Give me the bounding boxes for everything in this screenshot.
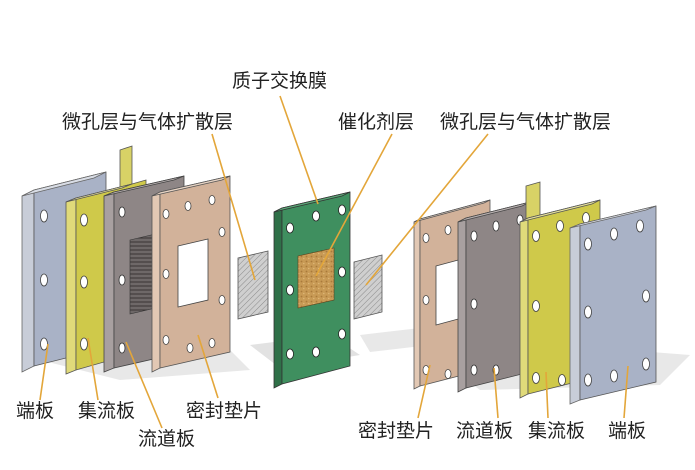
- label-proton-exchange-membrane: 质子交换膜: [232, 70, 328, 92]
- label-flow-plate-left: 流道板: [138, 428, 196, 450]
- label-gasket-right: 密封垫片: [358, 420, 435, 442]
- leader-lines: [39, 95, 629, 429]
- proton-exchange-membrane: [273, 191, 351, 389]
- end-plate-right: [569, 205, 657, 405]
- gas-diffusion-layer-left: [237, 250, 269, 320]
- gasket-left: [151, 175, 231, 373]
- label-gdl-left: 微孔层与气体扩散层: [62, 111, 234, 133]
- label-end-plate-left: 端板: [16, 400, 55, 422]
- label-end-plate-right: 端板: [608, 420, 647, 442]
- label-gasket-left: 密封垫片: [186, 400, 263, 422]
- label-catalyst-layer: 催化剂层: [338, 111, 415, 133]
- label-gdl-right: 微孔层与气体扩散层: [440, 111, 612, 133]
- gas-diffusion-layer-right: [353, 254, 383, 320]
- label-collector-right: 集流板: [528, 420, 586, 442]
- label-flow-plate-right: 流道板: [456, 420, 514, 442]
- flow-plate-right: [457, 201, 531, 393]
- label-collector-left: 集流板: [78, 400, 136, 422]
